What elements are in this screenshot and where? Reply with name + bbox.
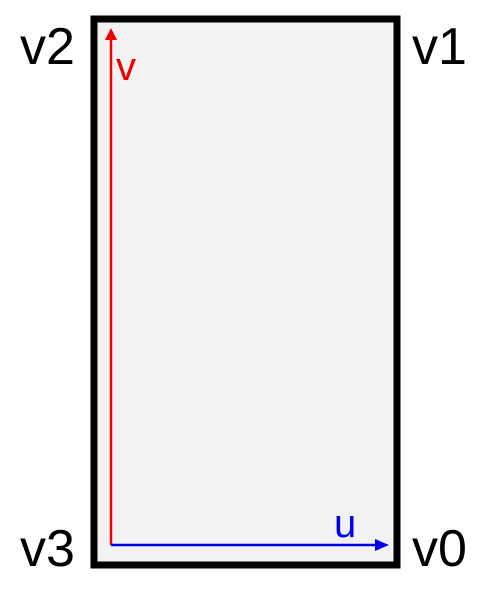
vertex-label-v2: v2 [20, 18, 75, 76]
quad-rectangle [90, 15, 401, 569]
vertex-label-v1: v1 [412, 18, 467, 76]
vertex-label-v0: v0 [412, 520, 467, 578]
u-axis-label: u [334, 502, 356, 546]
vertex-label-v3: v3 [20, 520, 75, 578]
v-axis-label: v [116, 45, 136, 89]
